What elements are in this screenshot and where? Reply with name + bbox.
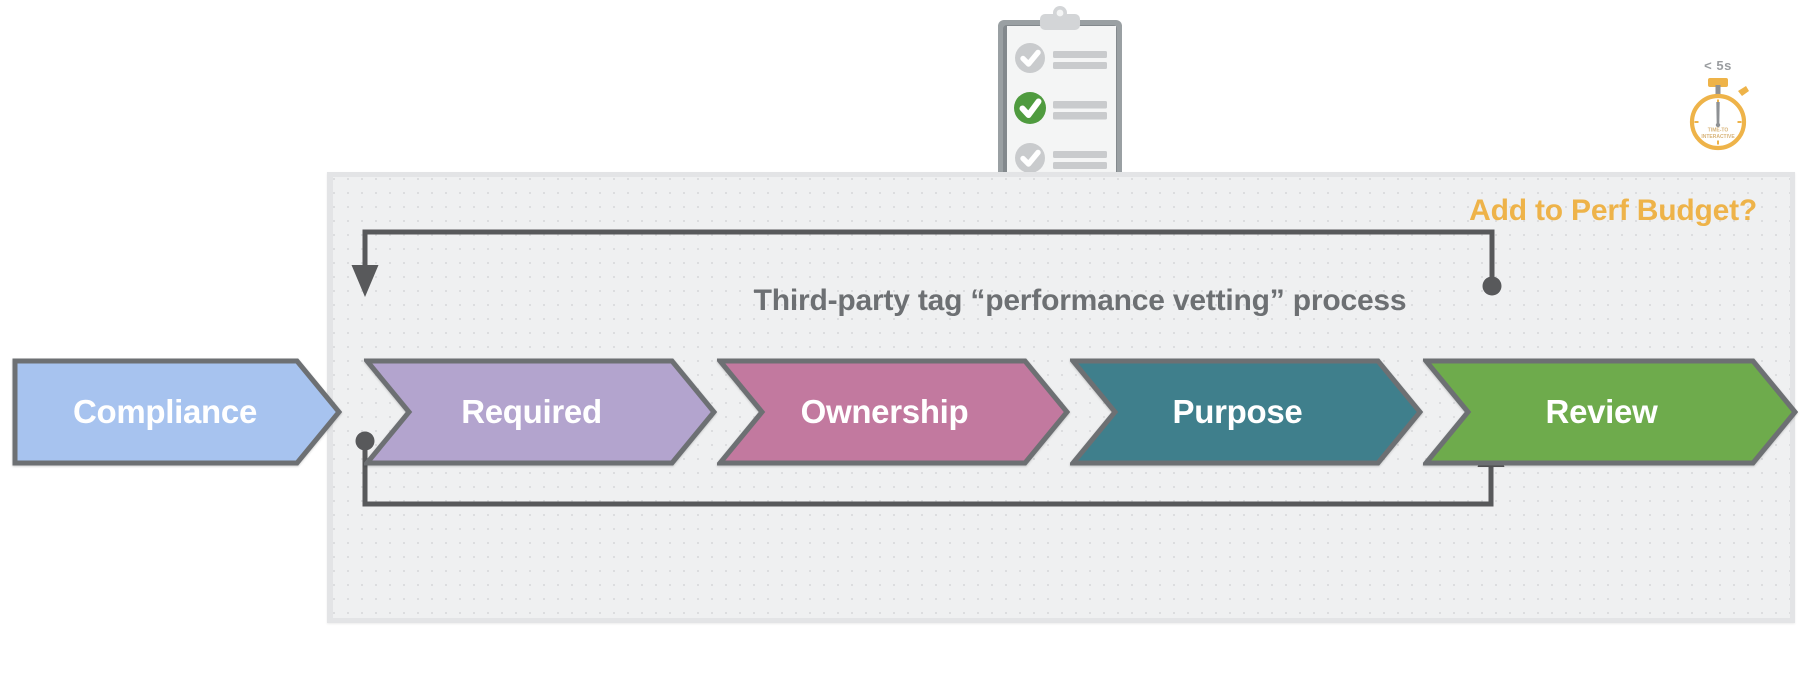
panel-edge-top (327, 172, 1795, 177)
stage-chevron-review[interactable]: Review (1423, 358, 1798, 466)
stage-label: Purpose (1172, 393, 1303, 430)
stage-chevron-required[interactable]: Required (364, 358, 717, 466)
chevron-shape (1070, 358, 1423, 466)
stage-label: Review (1545, 393, 1658, 430)
tti-value-label: < 5s (1704, 58, 1732, 73)
clipboard-illustration (985, 6, 1135, 221)
chevron-shape (364, 358, 717, 466)
stage-chevron-compliance[interactable]: Compliance (12, 358, 342, 466)
chevron-shape (12, 358, 342, 466)
stage-label: Ownership (800, 393, 969, 430)
stopwatch-dial-line-2: INTERACTIVE (1701, 134, 1735, 140)
chevron-shape (717, 358, 1070, 466)
stage-label: Compliance (72, 393, 258, 430)
chevron-shape (1423, 358, 1798, 466)
stopwatch-dial-line-1: TIME-TO (1708, 128, 1729, 134)
chevron-stage-row: Compliance Required Ownership Purpose Re… (12, 358, 1798, 466)
stage-chevron-ownership[interactable]: Ownership (717, 358, 1070, 466)
perf-budget-label: Add to Perf Budget? (1469, 194, 1757, 227)
stopwatch-illustration: < 5s TIME-TO INTERACTIVE (1672, 58, 1764, 163)
stopwatch-icon: TIME-TO INTERACTIVE (1689, 78, 1749, 151)
process-title: Third-party tag “performance vetting” pr… (753, 284, 1407, 317)
panel-edge-right (1790, 172, 1795, 623)
stage-chevron-purpose[interactable]: Purpose (1070, 358, 1423, 466)
panel-edge-bottom (327, 618, 1795, 623)
stage-label: Required (461, 393, 602, 430)
clipboard-icon (998, 6, 1122, 200)
